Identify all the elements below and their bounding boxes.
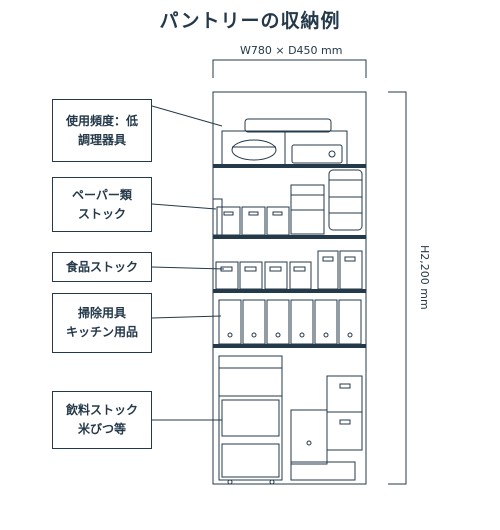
leader-paper [151,203,217,210]
shelf-boards [213,164,366,348]
shelf-3 [213,289,366,293]
paper-box-3 [266,206,290,236]
label-drinks-line2: 米びつ等 [77,422,126,436]
shelf-4 [213,344,366,348]
food-box-1 [215,261,239,290]
leader-food [151,266,225,270]
appliance-top [244,118,332,133]
leader-cleaning [151,315,222,319]
paper-roll-stack [328,169,363,231]
label-drinks-line1: 飲料ストック [65,403,138,417]
paper-box-2 [241,206,266,236]
label-cookware-line1: 使用頻度：低 [65,113,138,128]
paper-box-1 [216,206,241,236]
label-paper-line2: ストック [77,206,126,221]
height-dimension-bracket [388,91,407,485]
food-box-2 [239,261,263,290]
rice-bin [290,409,328,465]
label-cleaning-line2: キッチン用品 [65,325,138,339]
cabinet-outline [212,91,367,485]
label-food-line1: 食品ストック [65,259,138,274]
label-food: 食品ストック [52,252,152,282]
height-dimension: H2,200 mm [418,245,431,310]
leader-cookware [151,105,223,127]
label-cookware: 使用頻度：低 調理器具 [52,99,152,162]
food-box-4 [289,261,312,290]
width-dimension-bracket [212,59,367,78]
shelf-2 [213,235,366,239]
water-case [290,461,356,481]
shelf-1 [213,164,366,168]
pot [231,139,277,161]
page-title: パントリーの収納例 [159,10,341,32]
grill [291,144,343,164]
label-cleaning-line1: 掃除用具 [77,306,126,320]
label-cleaning: 掃除用具 キッチン用品 [52,293,152,353]
food-box-3 [264,261,288,290]
storage-box-2 [326,411,363,451]
width-depth-dimension: W780 × D450 mm [240,44,343,57]
label-drinks: 飲料ストック 米びつ等 [52,391,152,449]
label-paper: ペーパー類 ストック [52,177,152,232]
label-paper-line1: ペーパー類 [72,187,132,202]
wagon [218,355,283,481]
storage-box-1 [326,375,363,413]
label-cookware-line2: 調理器具 [77,132,126,147]
